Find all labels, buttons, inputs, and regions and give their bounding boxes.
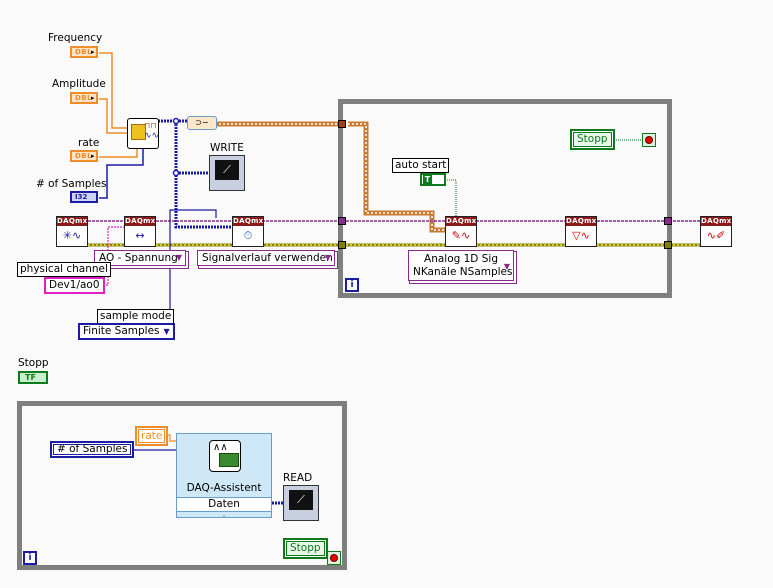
task-tunnel-out [664, 217, 672, 225]
loop2-stop-button[interactable]: Stopp [283, 538, 328, 559]
timing-type-selector[interactable]: Signalverlauf verwenden▼ [197, 250, 335, 266]
amplitude-wire [99, 98, 128, 134]
error-tunnel-in [338, 241, 346, 249]
create-channel-icon: ✳∿ [62, 229, 82, 242]
rate-wire [99, 148, 138, 158]
assistant-output-daten[interactable]: Daten [177, 497, 271, 512]
ao-type-selector[interactable]: AO - Spannung▼ [94, 250, 186, 266]
read-graph-indicator[interactable]: ⟋ [283, 485, 319, 521]
loop2-stop-terminal [327, 551, 341, 565]
task-tunnel-in [338, 217, 346, 225]
loop1-stop-button[interactable]: Stopp [570, 129, 615, 150]
sine-wave-icon: ∿∿ [144, 131, 160, 141]
physical-channel-label: physical channel [17, 262, 111, 277]
waveform-wire-to-write [174, 121, 232, 229]
sample-mode-selector[interactable]: Finite Samples▼ [78, 323, 175, 340]
while-loop-1[interactable] [338, 99, 672, 298]
timing-icon: ↔ [135, 229, 145, 242]
loop1-stop-terminal [642, 133, 656, 147]
stop-control[interactable]: TF [18, 371, 48, 384]
frequency-wire [99, 52, 128, 129]
eraser-icon: ∿✐ [706, 229, 726, 242]
daqmx-wait-until-done[interactable]: DAQmx▽∿ [565, 216, 597, 247]
loop2-num-samples-terminal[interactable]: # of Samples [50, 441, 135, 458]
physical-channel-constant[interactable]: Dev1/ao0 [44, 277, 105, 294]
write-graph-indicator[interactable]: ⟋ [209, 155, 245, 191]
dropdown-arrow-icon: ▼ [503, 262, 510, 271]
auto-start-constant[interactable]: T [420, 173, 446, 186]
assistant-title: DAQ-Assistent [186, 482, 262, 494]
graph-icon: ⟋ [289, 490, 313, 510]
array-tunnel [338, 120, 346, 128]
pencil-wave-icon: ✎∿ [451, 229, 471, 242]
loop2-iteration-terminal: i [23, 551, 37, 565]
stop-control-label: Stopp [18, 357, 49, 369]
daqmx-configure-timing[interactable]: DAQmx↔ [124, 216, 156, 247]
read-label: READ [283, 472, 313, 484]
graph-icon: ⟋ [215, 160, 239, 180]
daq-card-icon: ∧∧ [209, 440, 241, 472]
yield-icon: ▽∿ [572, 229, 590, 242]
expand-chevron-icon[interactable]: ⌄ [221, 511, 227, 519]
daqmx-start-task[interactable]: DAQmx⏱ [232, 216, 264, 247]
error-tunnel-out [664, 241, 672, 249]
daqmx-clear-task[interactable]: DAQmx∿✐ [700, 216, 732, 247]
dropdown-arrow-icon: ▼ [163, 327, 170, 336]
daqmx-create-channel[interactable]: DAQmx✳∿ [56, 216, 88, 247]
frequency-control[interactable]: DBL▸ [70, 46, 98, 58]
daq-assistant-express-vi[interactable]: ∧∧ DAQ-Assistent Daten ⌄ [176, 433, 272, 519]
auto-start-label: auto start [392, 158, 450, 173]
square-wave-icon: ⊓⊓ [144, 121, 157, 130]
num-samples-label: # of Samples [36, 178, 107, 190]
clock-icon: ⏱ [243, 229, 253, 242]
num-samples-control[interactable]: I32 [70, 191, 98, 203]
dropdown-arrow-icon: ▼ [175, 253, 182, 262]
write-label: WRITE [210, 142, 244, 154]
while-loop-2[interactable] [17, 401, 347, 570]
dropdown-arrow-icon: ▼ [324, 253, 331, 262]
num-samples-wire [99, 148, 144, 199]
sample-mode-label: sample mode [97, 309, 175, 324]
waveform-to-array-icon[interactable]: ⊃∼ [187, 116, 217, 130]
amplitude-control[interactable]: DBL▸ [70, 92, 98, 104]
rate-label: rate [78, 137, 100, 149]
simulate-signal-vi[interactable]: ⊓⊓ ∿∿ [127, 118, 159, 149]
cube-icon [131, 124, 146, 140]
amplitude-label: Amplitude [52, 78, 106, 90]
frequency-label: Frequency [48, 32, 103, 44]
rate-control[interactable]: DBL▸ [70, 150, 98, 162]
auto-start-wire [447, 179, 457, 220]
daqmx-write[interactable]: DAQmx✎∿ [445, 216, 477, 247]
loop1-iteration-terminal: i [345, 278, 359, 292]
loop2-rate-terminal[interactable]: rate [135, 426, 169, 446]
